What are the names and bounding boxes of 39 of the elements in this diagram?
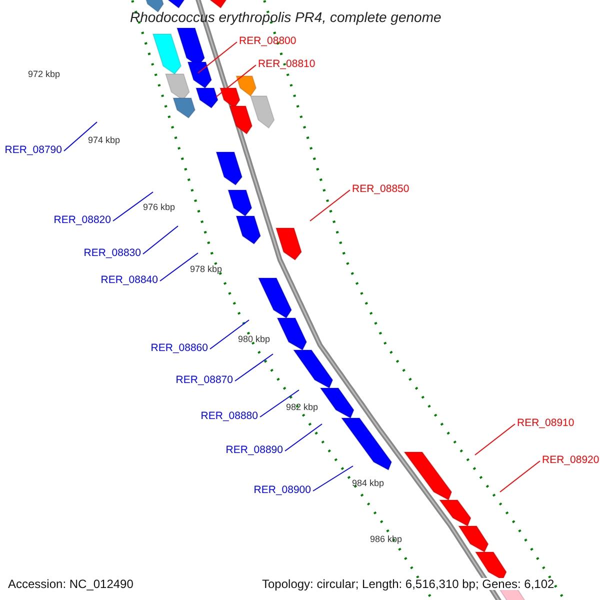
gene-label: RER_08840 [100,275,158,286]
tick-label: 984 kbp [352,479,384,488]
gene-label: RER_08870 [176,375,233,386]
gene-label: RER_08910 [517,418,574,428]
tick-label: 976 kbp [143,203,176,212]
leader-line [112,192,154,222]
tick-label: 982 kbp [286,403,318,412]
leader-line [500,460,540,492]
gene-label: RER_08820 [54,215,111,226]
tick-label: 972 kbp [28,70,60,79]
accession-text: Accession: NC_012490 [8,578,134,590]
gene-label: RER_08920 [542,455,600,466]
leader-line [198,42,238,74]
genome-info-text: Topology: circular; Length: 6,516,310 bp; Genes: 6,102 [262,578,554,590]
leader-line [160,252,198,282]
leader-line [474,424,516,456]
gene-label: RER_08890 [226,445,283,456]
gene-label: RER_08830 [84,248,141,258]
gene-label: RER_08900 [254,485,311,496]
leader-line [234,354,274,382]
tick-label: 978 kbp [190,265,222,274]
tick-label: 974 kbp [88,136,120,145]
gene-label: RER_08880 [200,411,258,422]
gene-label: RER_08850 [352,184,410,194]
gene-label: RER_08790 [4,145,62,156]
leader-line [216,64,256,98]
tick-label: 980 kbp [238,335,270,344]
title: Rhodococcus erythropolis PR4, complete genome [130,10,442,24]
gene-label: RER_08860 [150,343,208,354]
leader-line [142,226,178,254]
leader-line [64,122,98,152]
tick-label: 986 kbp [370,535,402,544]
leader-line [312,466,354,492]
gene-label: RER_08800 [239,36,296,46]
leader-line [310,190,350,222]
leader-line [284,424,322,452]
leader-line [260,390,300,418]
leader-line [210,320,250,350]
gene-label: RER_08810 [258,59,316,70]
